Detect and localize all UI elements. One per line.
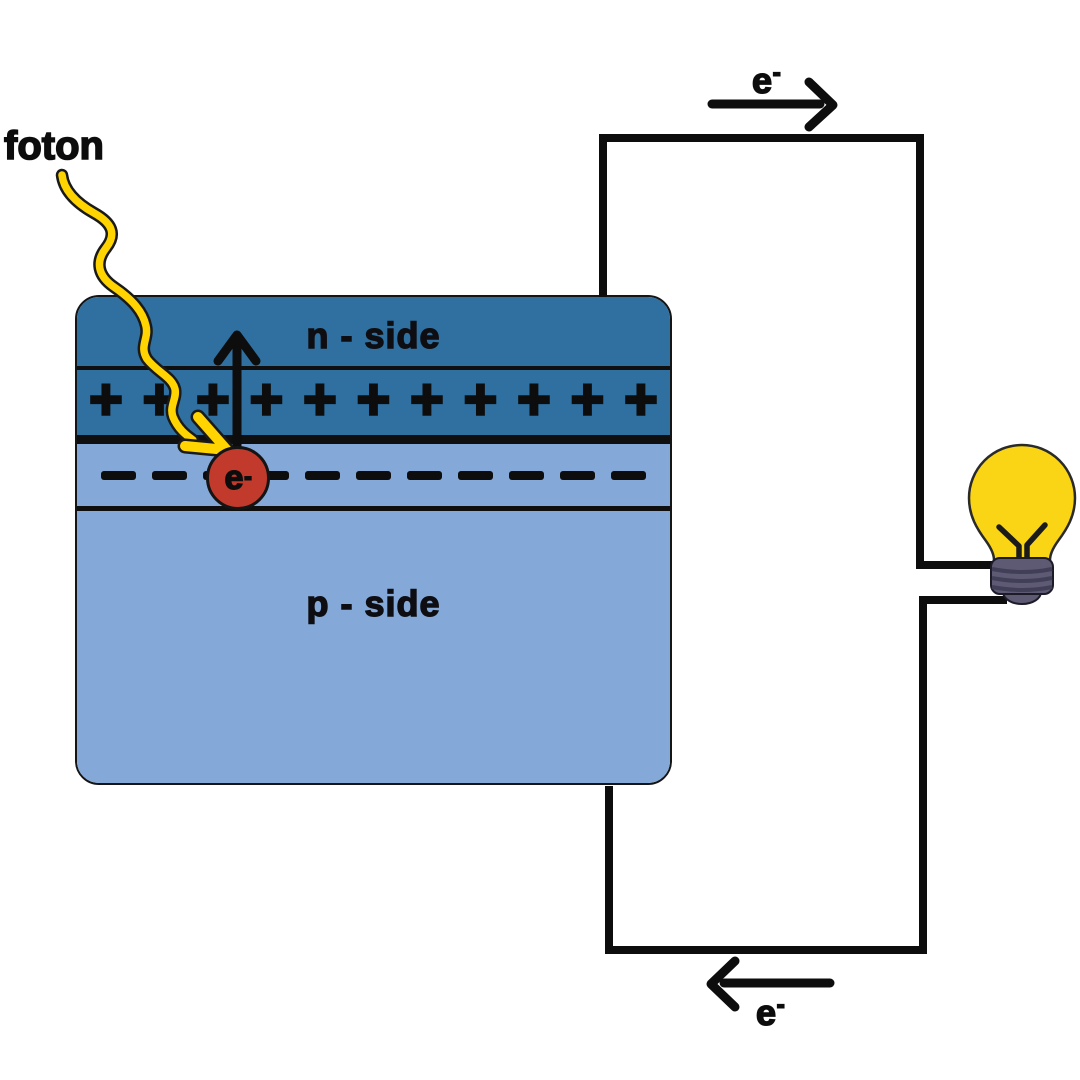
plus-sign: + xyxy=(569,366,605,432)
negative-charge-row xyxy=(77,444,670,506)
bulb-filament xyxy=(996,522,1048,563)
p-side-label: p - side xyxy=(306,582,441,624)
n-side-label: n - side xyxy=(306,314,441,356)
plus-sign: + xyxy=(302,366,338,432)
photon-label: foton xyxy=(3,123,105,169)
minus-dash xyxy=(611,470,646,480)
electron-flow-bottom-symbol: e xyxy=(755,991,777,1034)
bulb-screw-base xyxy=(990,557,1054,595)
plus-sign: + xyxy=(141,366,177,432)
electron-symbol: e xyxy=(224,458,244,498)
plus-sign: + xyxy=(355,366,391,432)
electron-particle: e- xyxy=(206,446,270,510)
positive-charge-row: + + + + + + + + + + + xyxy=(77,366,670,435)
minus-dash xyxy=(254,470,289,480)
plus-sign: + xyxy=(248,366,284,432)
minus-dash xyxy=(458,470,493,480)
plus-sign: + xyxy=(462,366,498,432)
minus-dash xyxy=(356,470,391,480)
minus-dash xyxy=(407,470,442,480)
minus-dash xyxy=(305,470,340,480)
junction-line xyxy=(77,435,670,444)
plus-sign: + xyxy=(623,366,659,432)
electron-flow-label-top: e- xyxy=(751,59,782,102)
pn-junction-cell: n - side + + + + + + + + + + + p - side xyxy=(75,295,672,785)
electron-flow-label-bottom: e- xyxy=(755,991,786,1034)
electron-flow-top-symbol: e xyxy=(751,59,773,102)
plus-sign: + xyxy=(195,366,231,432)
p-side-region: p - side xyxy=(77,511,670,783)
bulb-screw-ridges xyxy=(991,567,1053,592)
p-side-boundary-line xyxy=(77,506,670,511)
minus-dash xyxy=(152,470,187,480)
minus-dash xyxy=(509,470,544,480)
n-side-boundary-line xyxy=(77,366,670,370)
bulb-base-tip xyxy=(1002,579,1042,605)
electron-flow-bottom-charge: - xyxy=(776,992,786,1017)
minus-dash xyxy=(101,470,136,480)
plus-sign: + xyxy=(516,366,552,432)
light-bulb-icon xyxy=(967,443,1077,605)
bulb-glass xyxy=(967,443,1077,562)
n-side-region: n - side xyxy=(77,297,670,366)
minus-dash xyxy=(560,470,595,480)
plus-sign: + xyxy=(88,366,124,432)
plus-sign: + xyxy=(409,366,445,432)
electron-flow-top-charge: - xyxy=(772,60,782,85)
